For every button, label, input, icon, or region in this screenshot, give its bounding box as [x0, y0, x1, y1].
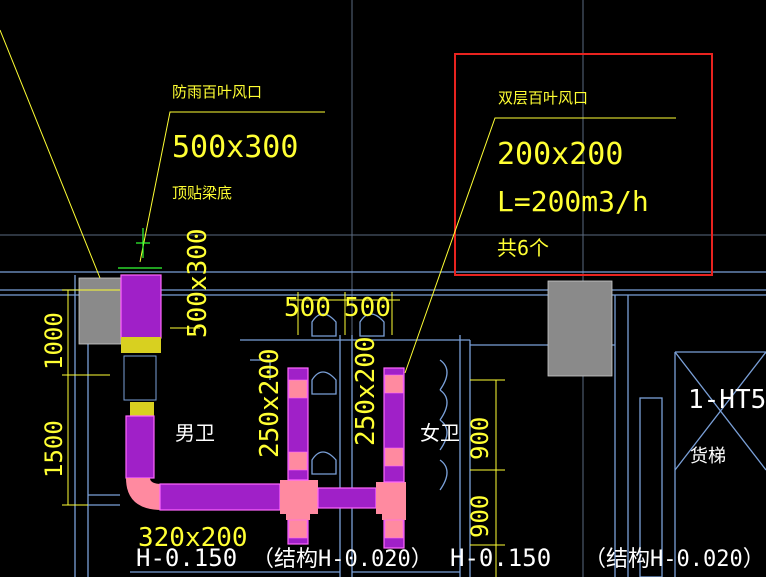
dim-branch-right: 250x200 — [351, 336, 381, 446]
main-duct — [159, 483, 281, 511]
elev-right: H-0.150 — [450, 544, 551, 572]
dim-duct-500x300: 500x300 — [183, 228, 213, 338]
diffuser-2 — [288, 451, 308, 471]
dim-top-500-right: 500 — [344, 293, 391, 323]
diffuser-5 — [288, 519, 308, 539]
room-label-freight-code: 1-HT5 — [688, 385, 766, 415]
diffuser-4 — [384, 447, 404, 467]
marker-symbol — [118, 228, 162, 269]
left-callout-title: 防雨百叶风口 — [172, 83, 262, 101]
struct-right: （结构H-0.020） — [584, 547, 765, 572]
elev-left: H-0.150 — [136, 544, 237, 572]
diffusers — [288, 374, 404, 539]
dim-vertical-1000: 1000 — [40, 312, 68, 370]
left-callout-size: 500x300 — [172, 130, 298, 165]
column-right — [547, 280, 613, 377]
room-label-freight: 货梯 — [690, 446, 726, 467]
dim-vertical-1500: 1500 — [40, 420, 68, 478]
column-left — [78, 277, 122, 345]
dim-right-900-upper: 900 — [466, 417, 494, 460]
leader-lines — [0, 29, 676, 374]
room-label-mens: 男卫 — [175, 421, 215, 445]
left-callout-note: 顶贴梁底 — [172, 184, 232, 202]
right-callout-flow: L=200m3/h — [497, 185, 649, 218]
dim-top-500-left: 500 — [284, 293, 331, 323]
dimension-lines — [62, 289, 505, 577]
dim-branch-left: 250x200 — [255, 348, 285, 458]
right-callout-size: 200x200 — [497, 137, 623, 172]
right-callout-count: 共6个 — [497, 236, 549, 260]
diffuser-6 — [384, 519, 404, 539]
room-label-womens: 女卫 — [420, 421, 460, 445]
right-callout-title: 双层百叶风口 — [498, 89, 588, 107]
duct-elbow — [126, 478, 162, 510]
highlight-box — [454, 53, 713, 276]
dim-right-900-lower: 900 — [466, 495, 494, 538]
duct-riser-outlet — [120, 274, 162, 339]
diffuser-3 — [384, 374, 404, 394]
main-duct-size: 320x200 — [138, 523, 248, 553]
diffuser-1 — [288, 379, 308, 399]
struct-left: （结构H-0.020） — [252, 547, 433, 572]
